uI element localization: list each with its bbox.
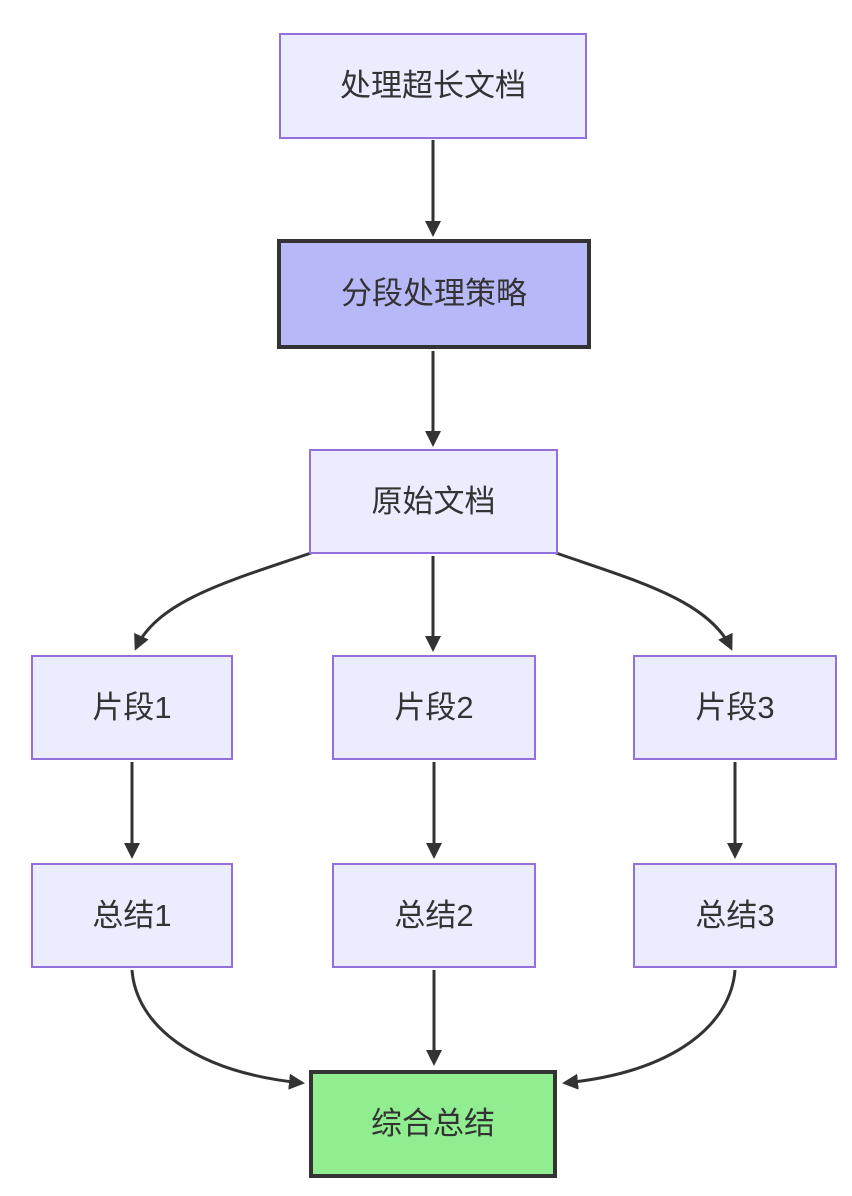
edge-original-to-fragment3	[555, 551, 733, 651]
node-final-summary: 综合总结	[309, 1070, 557, 1178]
node-segmentation-strategy-label: 分段处理策略	[341, 276, 527, 312]
node-segmentation-strategy: 分段处理策略	[277, 239, 591, 349]
node-fragment-1: 片段1	[31, 655, 233, 760]
node-summary-1: 总结1	[31, 863, 233, 968]
node-original-doc: 原始文档	[309, 449, 558, 554]
node-summary-2-label: 总结2	[394, 897, 474, 933]
edge-summary1-to-final	[130, 969, 305, 1090]
node-process-long-doc-label: 处理超长文档	[340, 68, 526, 104]
node-fragment-3: 片段3	[633, 655, 837, 760]
edge-original-to-fragment1	[134, 551, 312, 651]
node-fragment-1-label: 片段1	[92, 689, 172, 725]
node-fragment-3-label: 片段3	[695, 689, 775, 725]
node-final-summary-label: 综合总结	[371, 1106, 495, 1142]
node-summary-3-label: 总结3	[695, 897, 775, 933]
node-summary-1-label: 总结1	[92, 897, 172, 933]
node-fragment-2-label: 片段2	[394, 689, 474, 725]
node-summary-2: 总结2	[332, 863, 536, 968]
node-process-long-doc: 处理超长文档	[279, 33, 587, 139]
node-original-doc-label: 原始文档	[371, 483, 496, 519]
node-fragment-2: 片段2	[332, 655, 536, 760]
node-summary-3: 总结3	[633, 863, 837, 968]
edge-summary3-to-final	[562, 969, 737, 1090]
